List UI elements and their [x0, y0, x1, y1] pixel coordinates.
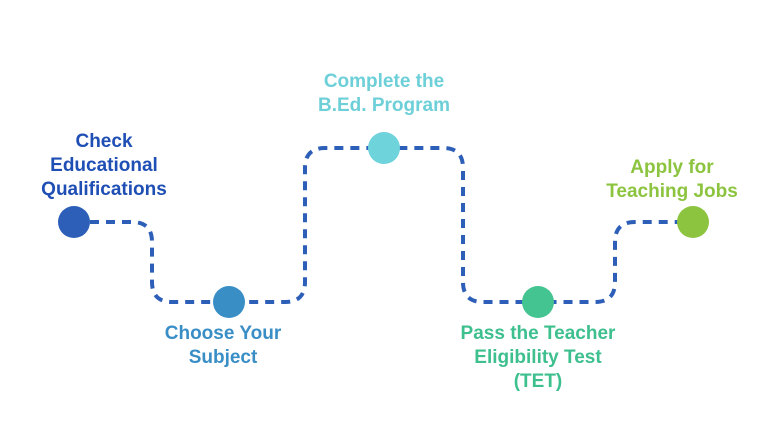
step-5-line-1: Apply for	[630, 157, 714, 178]
step-3-dot	[368, 132, 400, 164]
step-5-dot	[677, 206, 709, 238]
step-3-label: Complete the B.Ed. Program	[294, 70, 474, 118]
step-5-label: Apply for Teaching Jobs	[592, 156, 752, 204]
step-1-line-3: Qualifications	[41, 179, 167, 200]
step-4-label: Pass the Teacher Eligibility Test (TET)	[433, 322, 643, 394]
step-1-label: Check Educational Qualifications	[24, 130, 184, 202]
step-3-line-2: B.Ed. Program	[318, 95, 450, 116]
step-1-line-2: Educational	[50, 155, 158, 176]
step-2-line-1: Choose Your	[164, 323, 282, 344]
step-4-line-3: (TET)	[513, 371, 563, 392]
step-1-dot	[58, 206, 90, 238]
step-1-line-1: Check	[75, 131, 133, 152]
step-5-line-2: Teaching Jobs	[606, 181, 738, 202]
step-4-dot	[522, 286, 554, 318]
step-4-line-1: Pass the Teacher	[460, 323, 616, 344]
step-2-dot	[213, 286, 245, 318]
step-2-line-2: Subject	[188, 347, 258, 368]
step-2-label: Choose Your Subject	[143, 322, 303, 370]
step-4-line-2: Eligibility Test	[474, 347, 602, 368]
step-3-line-1: Complete the	[323, 71, 445, 92]
